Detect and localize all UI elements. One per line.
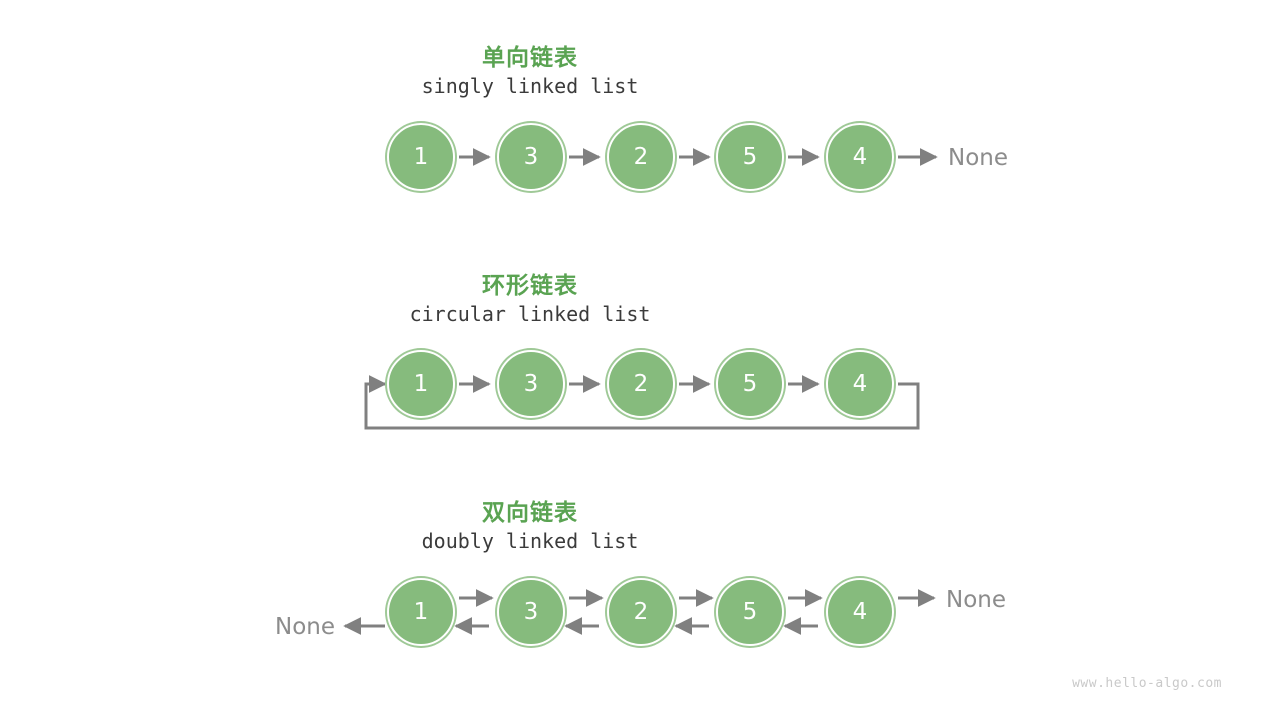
doubly-subtitle: doubly linked list	[421, 529, 639, 553]
singly-subtitle: singly linked list	[421, 74, 639, 98]
list-node: 2	[607, 123, 675, 191]
list-node: 4	[826, 350, 894, 418]
list-node: 1	[387, 123, 455, 191]
list-node: 4	[826, 578, 894, 646]
list-node: 4	[826, 123, 894, 191]
doubly-title: 双向链表	[482, 500, 578, 526]
circular-title: 环形链表	[482, 273, 578, 299]
list-node: 1	[387, 350, 455, 418]
list-node: 5	[716, 350, 784, 418]
list-node: 1	[387, 578, 455, 646]
circular-arrows	[364, 375, 920, 430]
singly-tail-none-label: None	[948, 145, 1009, 171]
list-node: 5	[716, 578, 784, 646]
list-node: 3	[497, 123, 565, 191]
doubly-tail-none-label: None	[946, 587, 1007, 613]
list-node: 3	[497, 350, 565, 418]
list-node: 2	[607, 578, 675, 646]
list-node: 3	[497, 578, 565, 646]
circular-subtitle: circular linked list	[409, 302, 651, 326]
list-node: 2	[607, 350, 675, 418]
doubly-head-none-label: None	[275, 614, 336, 640]
singly-title: 单向链表	[482, 45, 578, 71]
list-node: 5	[716, 123, 784, 191]
site-watermark: www.hello-algo.com	[1072, 676, 1222, 691]
